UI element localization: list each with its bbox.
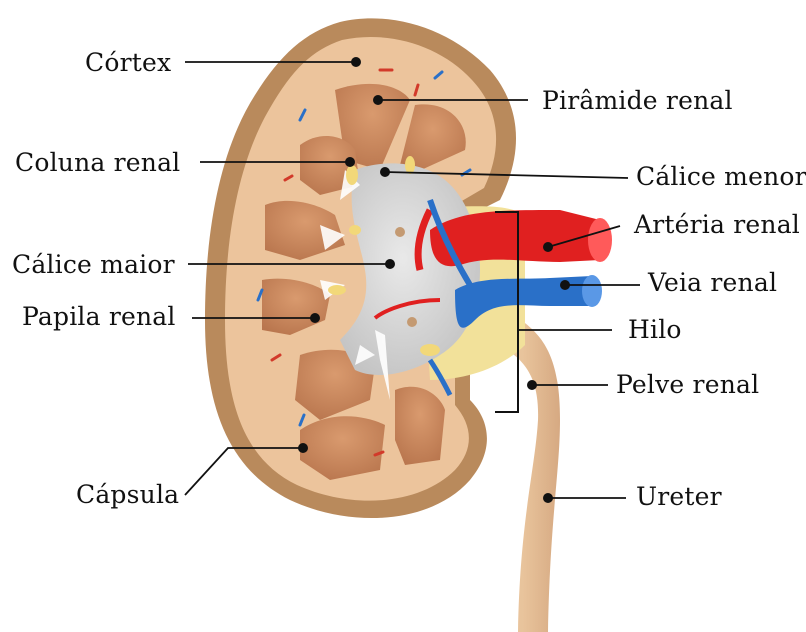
label-renal-pelvis: Pelve renal xyxy=(616,370,759,400)
label-renal-vein: Veia renal xyxy=(648,268,777,298)
label-renal-papilla: Papila renal xyxy=(22,302,176,332)
label-renal-pyramid: Pirâmide renal xyxy=(542,86,733,116)
label-ureter: Ureter xyxy=(636,482,722,512)
label-cortex: Córtex xyxy=(85,48,171,78)
label-renal-artery: Artéria renal xyxy=(634,210,800,240)
label-major-calyx: Cálice maior xyxy=(12,250,175,280)
label-capsule: Cápsula xyxy=(76,480,179,510)
label-renal-column: Coluna renal xyxy=(15,148,180,178)
label-hilum: Hilo xyxy=(628,315,682,345)
label-minor-calyx: Cálice menor xyxy=(636,162,806,192)
